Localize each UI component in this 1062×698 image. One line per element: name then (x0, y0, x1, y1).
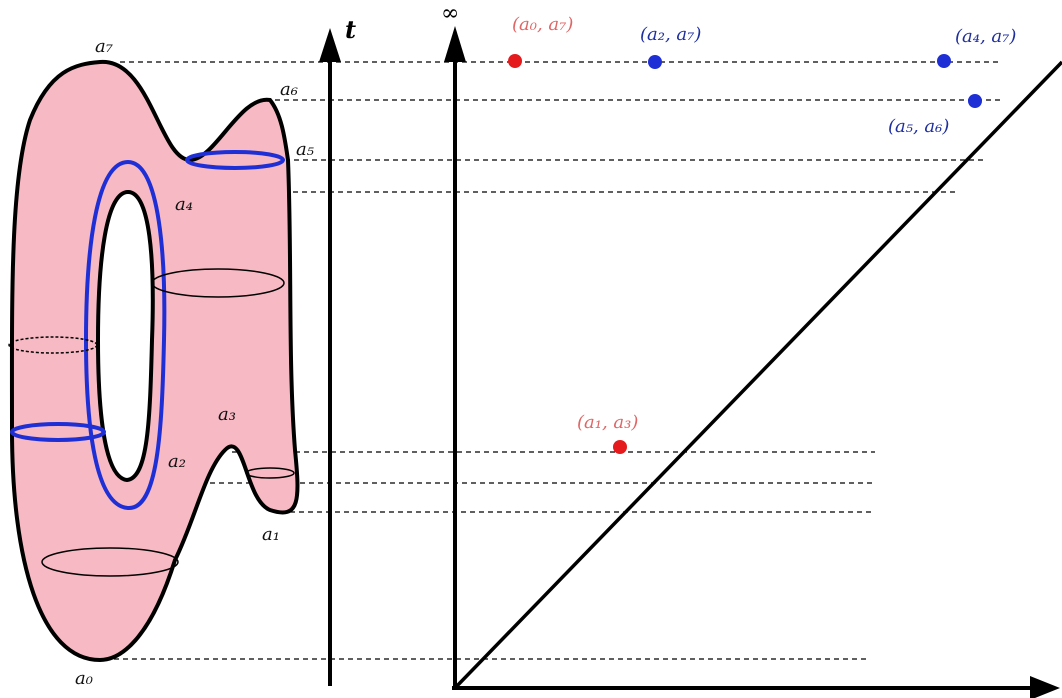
diagonal-line (453, 60, 1062, 690)
section-ellipse-3 (245, 467, 295, 479)
loop-meridian-left (10, 422, 106, 442)
label-a5: a₅ (296, 139, 314, 160)
infinity-label: ∞ (441, 1, 459, 26)
point-a5-a6 (968, 94, 982, 108)
surface (8, 59, 300, 663)
section-ellipse-2 (8, 336, 98, 354)
loop-neck-top (185, 150, 285, 170)
t-axis-label: t (345, 15, 356, 44)
label-a7: a₇ (95, 36, 113, 57)
loop-around-hole (83, 159, 167, 511)
surface-body (9, 59, 300, 663)
point-a0-a7 (508, 54, 522, 68)
label-a3: a₃ (218, 404, 236, 425)
surface-hole (95, 189, 155, 483)
point-label-a2-a7: (a₂, a₇) (640, 24, 701, 45)
section-ellipse-4 (41, 547, 179, 577)
label-a1: a₁ (262, 524, 280, 545)
persistence-axes: ∞ (441, 1, 1062, 698)
persistence-points: (a₀, a₇) (a₂, a₇) (a₄, a₇) (a₅, a₆) (a₁,… (508, 14, 1016, 454)
label-a0: a₀ (75, 668, 93, 689)
t-axis: t (319, 15, 356, 686)
section-ellipse-1 (151, 268, 285, 298)
point-label-a0-a7: (a₀, a₇) (512, 14, 573, 35)
point-a1-a3 (613, 440, 627, 454)
point-a4-a7 (937, 54, 951, 68)
label-a4: a₄ (175, 194, 193, 215)
label-a2: a₂ (168, 451, 186, 472)
point-label-a5-a6: (a₅, a₆) (888, 116, 949, 137)
point-a2-a7 (648, 55, 662, 69)
label-a6: a₆ (280, 79, 298, 100)
point-label-a4-a7: (a₄, a₇) (955, 26, 1016, 47)
point-label-a1-a3: (a₁, a₃) (577, 412, 638, 433)
level-lines (105, 61, 1000, 660)
level-labels: a₇ a₆ a₅ a₄ a₃ a₂ a₁ a₀ (75, 36, 314, 689)
